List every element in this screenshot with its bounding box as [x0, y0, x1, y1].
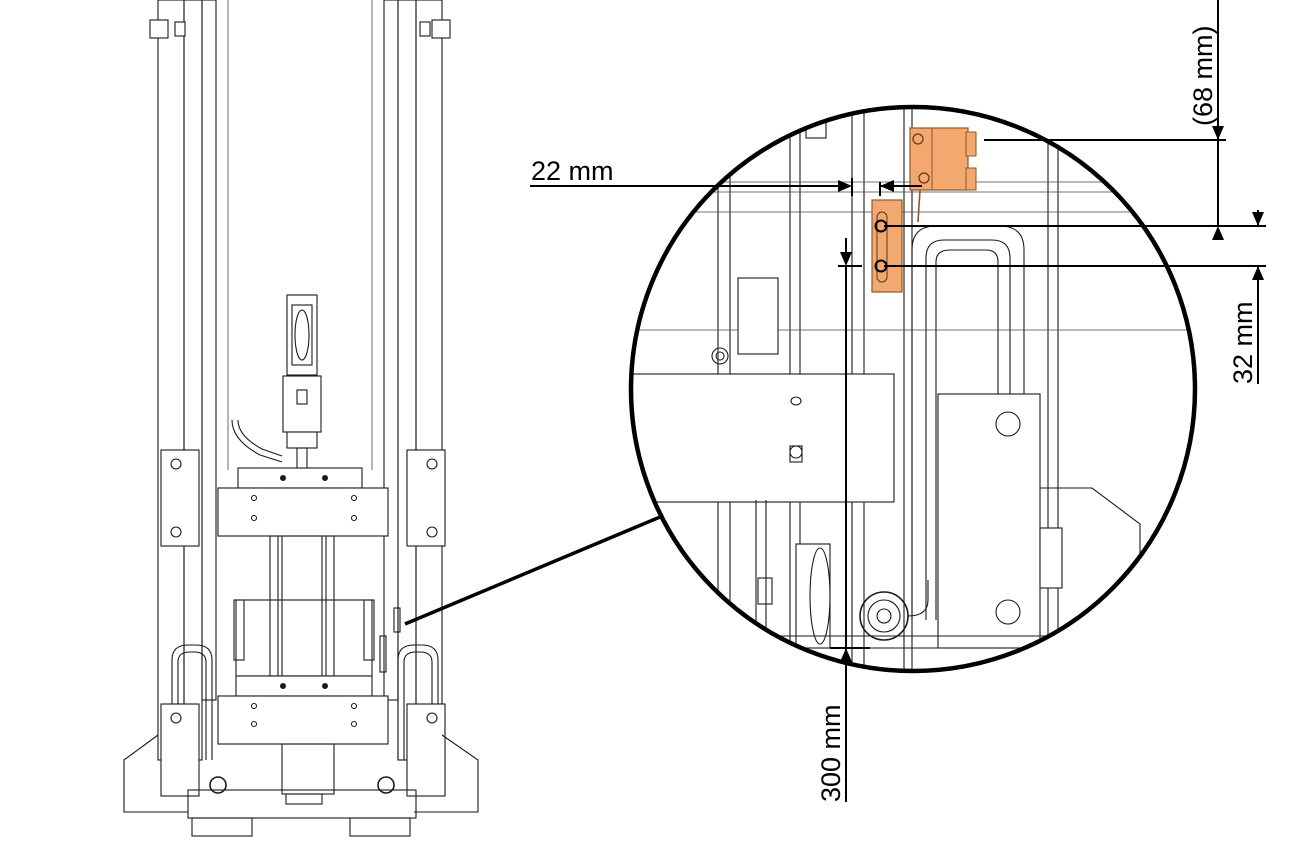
switch-actuator-plate: [871, 199, 903, 293]
dimension-label-32mm: 32 mm: [1228, 301, 1258, 384]
dimension-68mm: (68 mm): [984, 0, 1226, 240]
dimension-label-22mm: 22 mm: [531, 156, 614, 186]
detail-leader-line: [404, 515, 661, 626]
dimension-32mm: 32 mm: [884, 210, 1266, 384]
detail-view: [631, 107, 1195, 671]
dimension-300mm: 300 mm: [816, 238, 870, 802]
mast-assembly: [123, 0, 479, 837]
dimension-label-300mm: 300 mm: [816, 704, 846, 802]
detail-circle-outline: [628, 104, 1198, 674]
dimension-label-68mm: (68 mm): [1188, 26, 1218, 127]
dimension-22mm: 22 mm: [530, 156, 922, 196]
limit-switch-bracket: [909, 127, 977, 223]
